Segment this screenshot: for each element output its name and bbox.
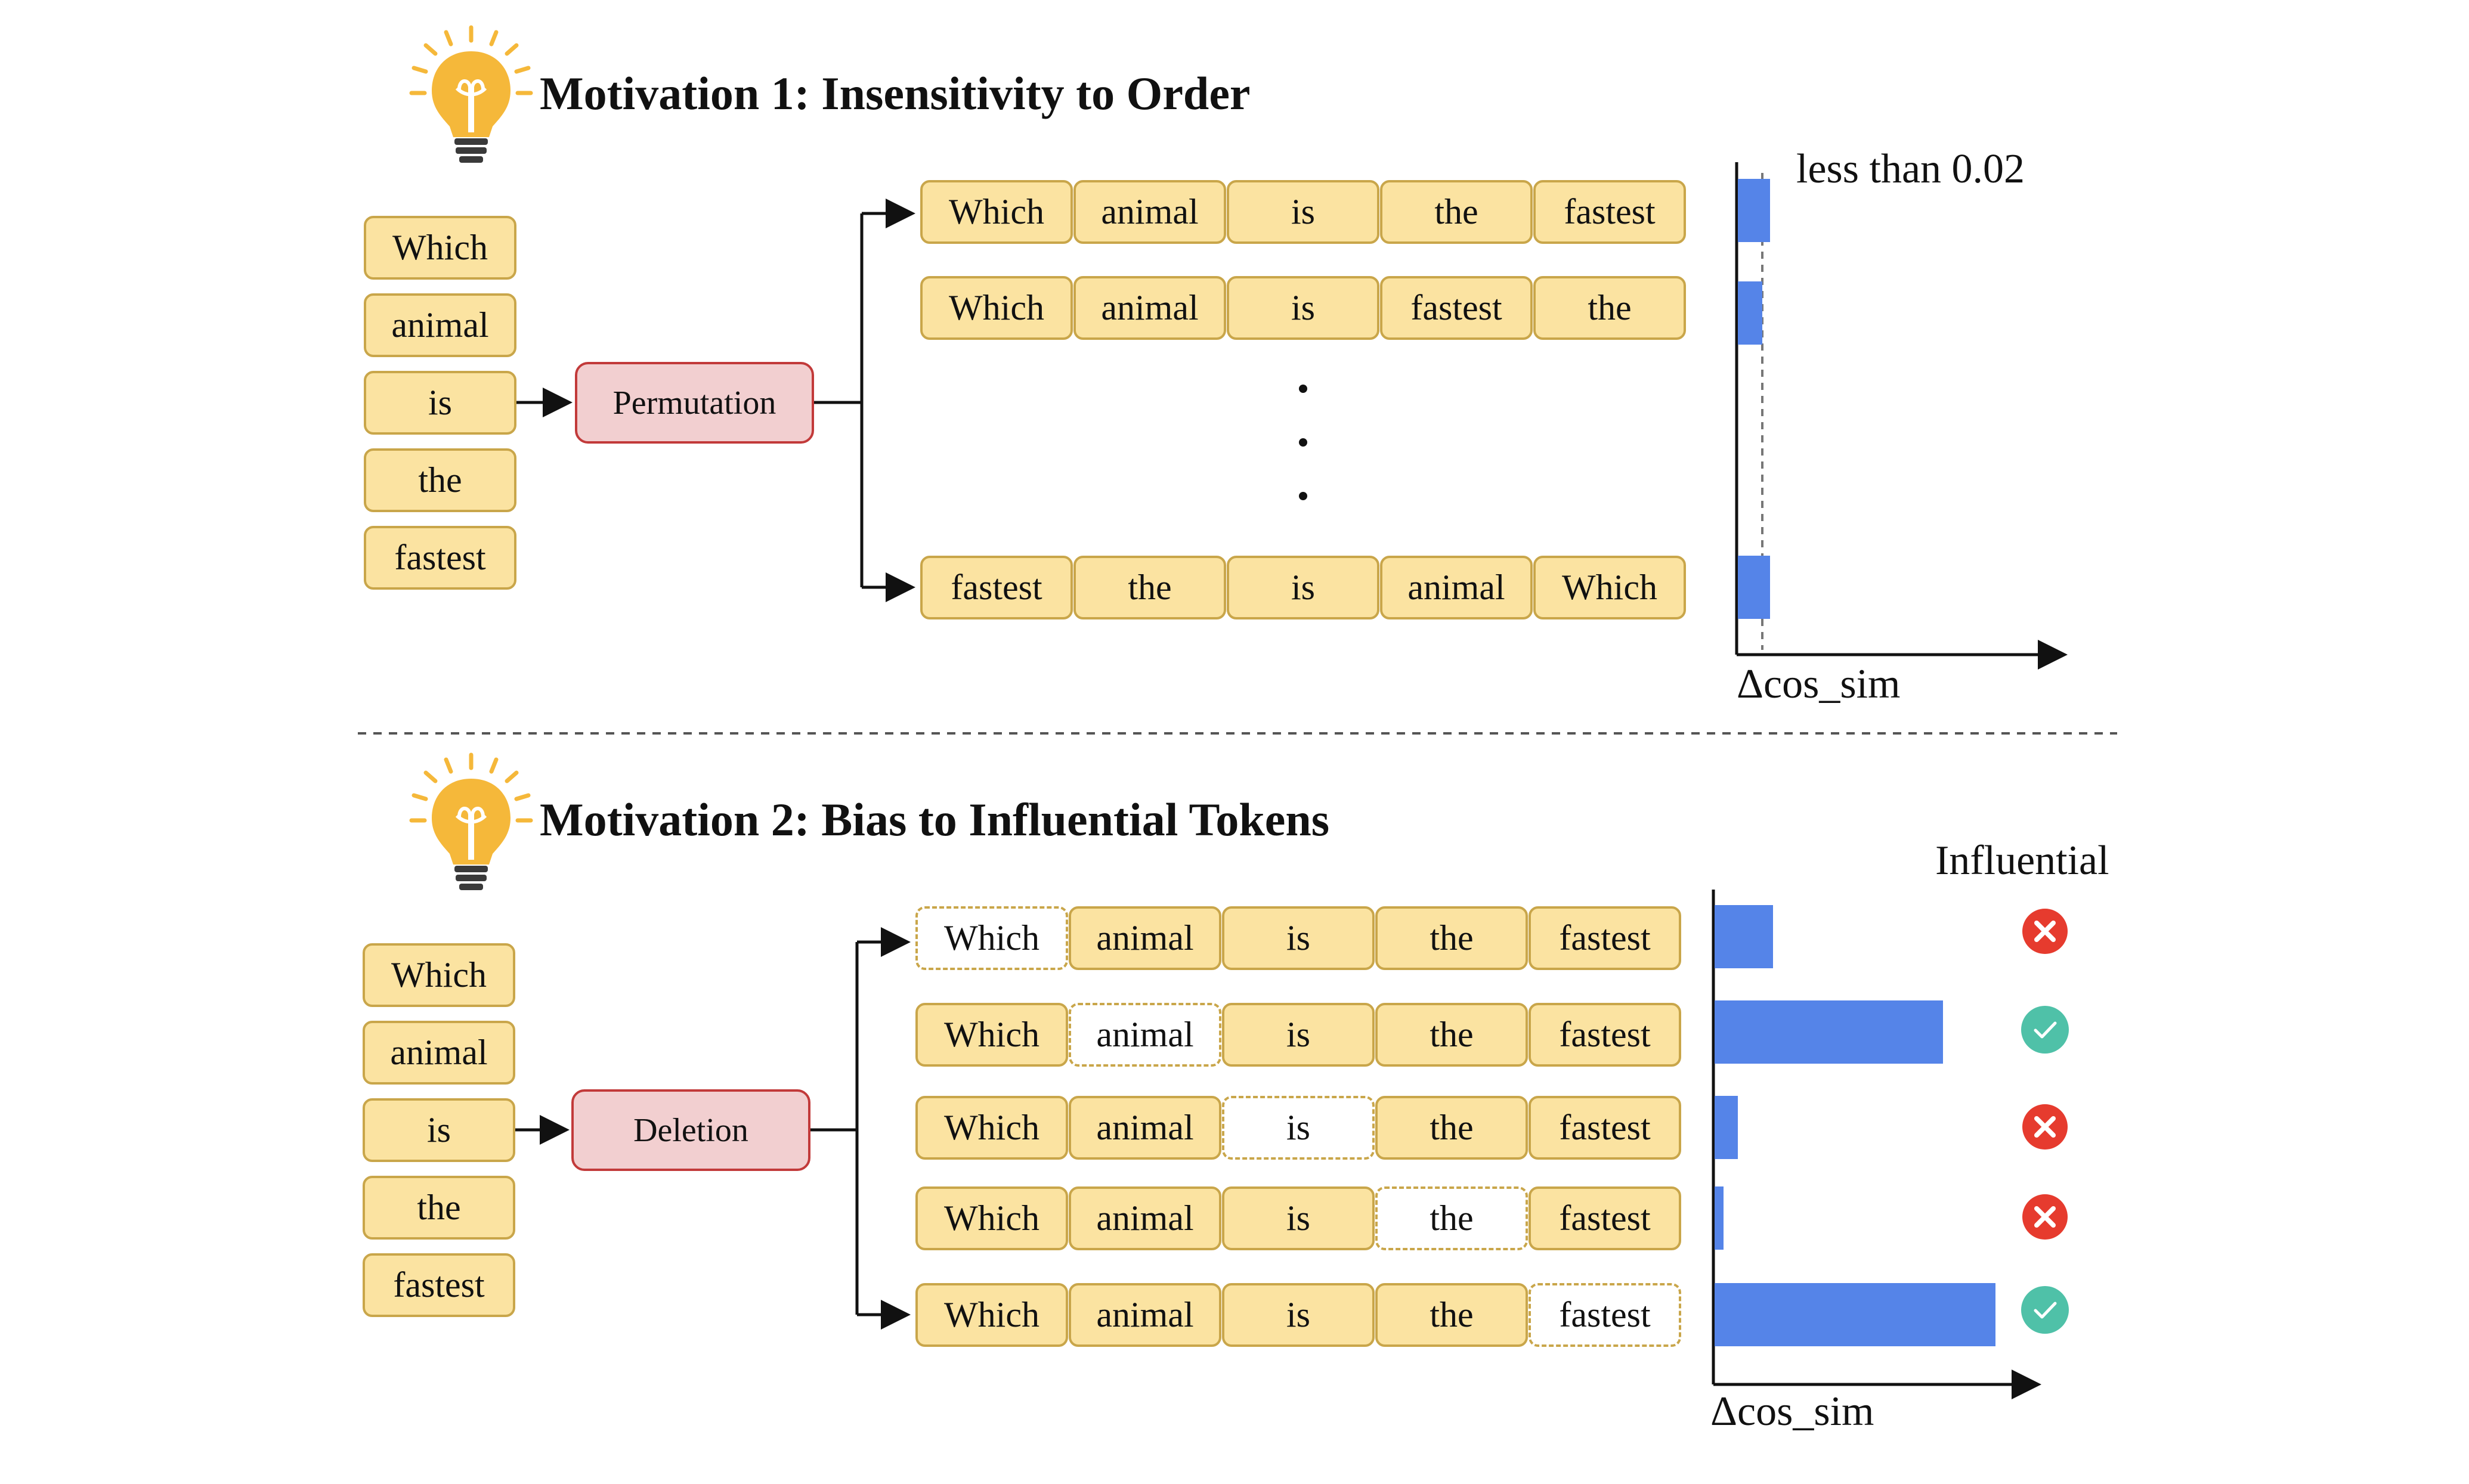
row-token: is xyxy=(1222,1186,1375,1250)
deleted-token: animal xyxy=(1069,1003,1221,1067)
ellipsis-dot xyxy=(1299,385,1307,393)
row-token: is xyxy=(1222,906,1375,970)
input-token: animal xyxy=(363,1021,515,1085)
row-token: Which xyxy=(920,180,1073,244)
row-token: is xyxy=(1227,556,1379,619)
row-token: fastest xyxy=(1529,1186,1681,1250)
row-token: the xyxy=(1375,906,1528,970)
row-token: animal xyxy=(1069,1186,1221,1250)
input-token: animal xyxy=(364,293,516,357)
row-token: Which xyxy=(915,1186,1068,1250)
input-token: is xyxy=(363,1098,515,1162)
chart1-bar xyxy=(1738,556,1770,619)
influential-header: Influential xyxy=(1935,838,2109,884)
cross-circle-icon xyxy=(2022,1194,2068,1240)
chart2-bar xyxy=(1715,1186,1724,1250)
lightbulb-icon xyxy=(409,752,533,890)
cross-circle-icon xyxy=(2022,909,2068,954)
row-token: fastest xyxy=(920,556,1073,619)
chart1-bar xyxy=(1738,281,1762,345)
input-token: fastest xyxy=(364,526,516,590)
row-token: Which xyxy=(920,276,1073,340)
row-token: is xyxy=(1222,1283,1375,1347)
lightbulb-icon xyxy=(409,25,533,163)
row-token: fastest xyxy=(1533,180,1686,244)
row-token: is xyxy=(1222,1003,1375,1067)
row-token: the xyxy=(1375,1283,1528,1347)
chart1-bar xyxy=(1738,179,1770,242)
row-token: Which xyxy=(915,1283,1068,1347)
chart2-bar xyxy=(1715,1000,1943,1064)
row-token: the xyxy=(1073,556,1226,619)
chart2-axis-label: Δcos_sim xyxy=(1710,1389,1874,1435)
row-token: fastest xyxy=(1529,906,1681,970)
motivation2-title: Motivation 2: Bias to Influential Tokens xyxy=(540,794,1330,845)
chart2-bar xyxy=(1715,905,1774,968)
input-token: the xyxy=(364,448,516,512)
permutation-box: Permutation xyxy=(575,362,814,444)
row-token: the xyxy=(1533,276,1686,340)
row-token: fastest xyxy=(1529,1003,1681,1067)
deleted-token: the xyxy=(1375,1186,1528,1250)
row-token: animal xyxy=(1069,1096,1221,1160)
input-token: fastest xyxy=(363,1253,515,1317)
check-circle-icon xyxy=(2021,1006,2069,1054)
deletion-box: Deletion xyxy=(571,1089,810,1171)
input-token: is xyxy=(364,371,516,435)
ellipsis-dot xyxy=(1299,492,1307,500)
row-token: Which xyxy=(915,1003,1068,1067)
row-token: is xyxy=(1227,276,1379,340)
row-token: fastest xyxy=(1529,1096,1681,1160)
row-token: the xyxy=(1380,180,1533,244)
deleted-token: is xyxy=(1222,1096,1375,1160)
deleted-token: Which xyxy=(915,906,1068,970)
deleted-token: fastest xyxy=(1529,1283,1681,1347)
row-token: animal xyxy=(1380,556,1533,619)
row-token: the xyxy=(1375,1003,1528,1067)
row-token: is xyxy=(1227,180,1379,244)
input-token: Which xyxy=(364,216,516,280)
cross-circle-icon xyxy=(2022,1104,2068,1150)
check-circle-icon xyxy=(2021,1286,2069,1334)
row-token: fastest xyxy=(1380,276,1533,340)
motivation1-title: Motivation 1: Insensitivity to Order xyxy=(540,67,1251,119)
input-token: Which xyxy=(363,943,515,1007)
row-token: Which xyxy=(915,1096,1068,1160)
row-token: the xyxy=(1375,1096,1528,1160)
threshold-label: less than 0.02 xyxy=(1796,146,2025,192)
row-token: Which xyxy=(1533,556,1686,619)
chart1-axis-label: Δcos_sim xyxy=(1737,661,1901,707)
ellipsis-dot xyxy=(1299,438,1307,447)
chart2-bar xyxy=(1715,1283,1996,1346)
row-token: animal xyxy=(1073,276,1226,340)
chart2-bar xyxy=(1715,1096,1738,1159)
input-token: the xyxy=(363,1176,515,1240)
row-token: animal xyxy=(1069,1283,1221,1347)
row-token: animal xyxy=(1069,906,1221,970)
row-token: animal xyxy=(1073,180,1226,244)
